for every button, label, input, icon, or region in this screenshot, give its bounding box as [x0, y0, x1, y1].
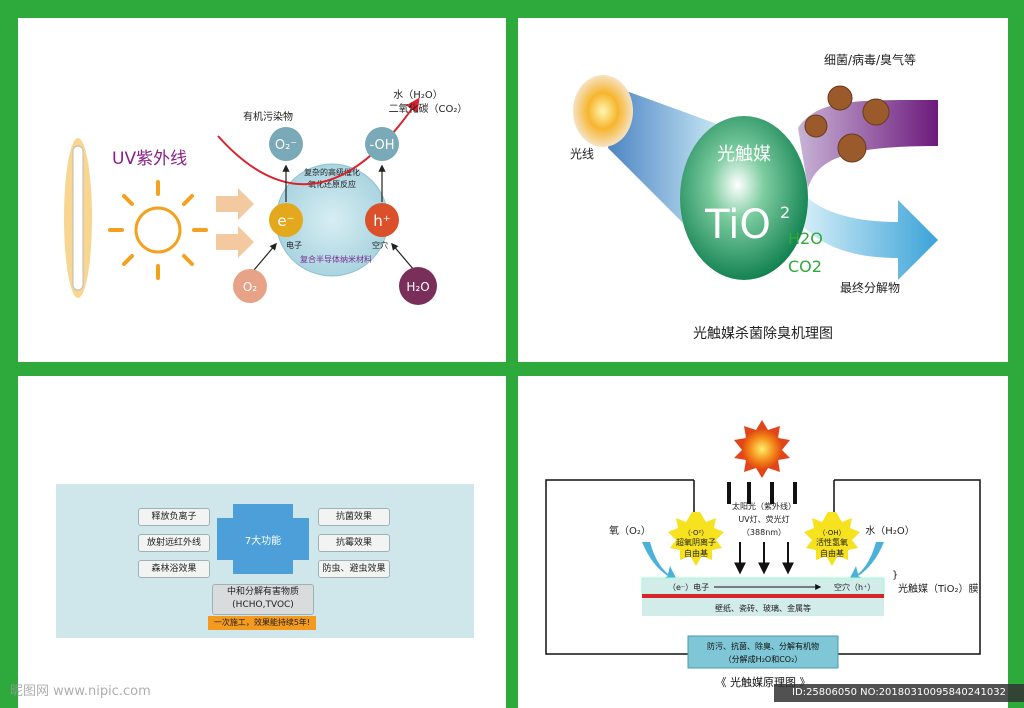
sun-icon: [734, 420, 790, 478]
substrate-label: 壁纸、瓷砖、玻璃、金属等: [715, 603, 811, 613]
superoxide-label-2: 自由基: [684, 548, 708, 558]
function-right-1: 抗菌效果: [318, 508, 390, 526]
hydroxyl-label: -OH: [369, 138, 394, 153]
output-arrow-icon: [788, 188, 938, 280]
watermark: 昵图网 www.nipic.com: [10, 684, 151, 699]
sunlight-label: 太阳光（紫外线）: [732, 501, 796, 511]
h2o-label: H2O: [788, 229, 823, 248]
functions-cross: 7大功能: [217, 504, 309, 574]
panel-catalyst-mechanism: 光线 细菌/病毒/臭气等 光触媒 TiO 2 H2O CO2 最终分解物 光触媒…: [518, 18, 1008, 362]
reaction-label-2: 氧化还原反应: [308, 179, 356, 189]
film-hole-label: 空穴（h⁺）: [834, 582, 875, 592]
co2-label: CO2: [788, 257, 822, 276]
hole-label: 空穴: [372, 240, 388, 250]
water-arrow-icon: [848, 542, 884, 582]
function-right-3: 防虫、避虫效果: [318, 560, 390, 578]
function-left-1: 释放负离子: [138, 508, 210, 526]
harmful-line-2: (HCHO,TVOC): [232, 600, 294, 610]
lamp-label: UV灯、荧光灯: [738, 514, 789, 524]
co2-label: 二氧化碳（CO₂）: [389, 102, 468, 115]
oxygen-label: 氧（O₂）: [609, 524, 651, 537]
bacteria-label: 细菌/病毒/臭气等: [824, 52, 916, 67]
superoxide-label: 超氧阴离子: [676, 537, 716, 547]
film-label: 光触媒（TiO₂）膜: [898, 582, 978, 595]
tio2-label: TiO: [704, 202, 771, 248]
hole-node: [365, 203, 399, 237]
uv-tube-icon: [64, 138, 92, 298]
film-red-layer: [642, 594, 884, 598]
oxygen-label: O₂: [243, 280, 257, 294]
function-left-2: 放射远红外线: [138, 534, 210, 552]
sun-icon: [108, 180, 208, 280]
electron-symbol: e⁻: [277, 212, 294, 230]
superoxide-burst-icon: [668, 512, 724, 566]
result-line-1: 防污、抗菌、除臭、分解有机物: [707, 641, 819, 651]
hydroxyl-symbol: （·OH）: [819, 529, 846, 537]
wavelength-label: （388nm）: [742, 528, 786, 537]
oxygen-node: [233, 269, 267, 303]
light-label: 光线: [570, 147, 594, 161]
hole-symbol: h⁺: [373, 212, 390, 230]
film-electron-label: （e⁻）电子: [668, 582, 709, 592]
light-arrows-icon: [216, 188, 254, 258]
light-rays-icon: [727, 482, 797, 504]
uv-title: UV紫外线: [112, 149, 187, 169]
film-brace: }: [892, 570, 898, 581]
water-node: [399, 267, 437, 305]
oxygen-arrow-icon: [642, 542, 678, 582]
durability-banner: 一次施工，效果能持续5年!: [208, 616, 316, 630]
harmful-substances-box: 中和分解有害物质 (HCHO,TVOC): [212, 584, 314, 615]
electron-label: 电子: [286, 240, 302, 250]
material-label: 复合半导体纳米材料: [300, 254, 372, 264]
functions-center-label: 7大功能: [245, 534, 281, 547]
hydroxyl-burst-icon: [804, 512, 860, 566]
catalyst-label: 光触媒: [717, 144, 771, 165]
panel-catalyst-principle: 太阳光（紫外线） UV灯、荧光灯 （388nm） （·O²） 超氧阴离子 自由基…: [518, 376, 1008, 708]
substrate-layer: [642, 598, 884, 616]
bacteria-icon: [804, 85, 890, 163]
superoxide-node: [269, 127, 303, 161]
organic-label: 有机污染物: [243, 110, 293, 123]
function-left-3: 森林浴效果: [138, 560, 210, 578]
hydroxyl-label-2: 自由基: [820, 548, 844, 558]
final-products-label: 最终分解物: [840, 280, 900, 295]
hydroxyl-node: [365, 127, 399, 161]
light-source-icon: [573, 75, 633, 147]
pollutant-flow: [798, 99, 938, 188]
water-node-label: H₂O: [406, 280, 429, 294]
electron-node: [269, 203, 303, 237]
water-label: 水（H₂O）: [865, 525, 914, 537]
water-label: 水（H₂O）: [393, 89, 442, 101]
image-id-bar: ID:25806050 NO:20180310095840241032: [774, 684, 1024, 702]
harmful-line-1: 中和分解有害物质: [226, 587, 299, 597]
hydroxyl-label: 活性氢氧: [816, 537, 848, 547]
function-right-2: 抗霉效果: [318, 534, 390, 552]
result-line-2: （分解成H₂O和CO₂）: [724, 654, 803, 664]
superoxide-symbol: （·O²）: [684, 529, 709, 537]
down-arrows-icon: [734, 542, 794, 575]
tio2-subscript: 2: [780, 203, 790, 222]
panel-seven-functions: 7大功能 释放负离子 放射远红外线 森林浴效果 抗菌效果 抗霉效果 防虫、避虫效…: [18, 376, 506, 708]
result-box: [687, 635, 839, 669]
uv-diagram: UV紫外线 复杂的高级催化 氧化还原反应 复合半导体纳米材料 有机污染物 水（H…: [64, 89, 468, 305]
panel2-caption: 光触媒杀菌除臭机理图: [693, 326, 833, 342]
principle-diagram: 太阳光（紫外线） UV灯、荧光灯 （388nm） （·O²） 超氧阴离子 自由基…: [545, 420, 981, 689]
catalyst-diagram: 光线 细菌/病毒/臭气等 光触媒 TiO 2 H2O CO2 最终分解物 光触媒…: [570, 52, 938, 342]
superoxide-label: O₂⁻: [275, 138, 297, 153]
catalyst-sphere: [680, 116, 808, 280]
panel-uv-photocatalysis: UV紫外线 复杂的高级催化 氧化还原反应 复合半导体纳米材料 有机污染物 水（H…: [18, 18, 506, 362]
reaction-label-1: 复杂的高级催化: [304, 167, 360, 177]
